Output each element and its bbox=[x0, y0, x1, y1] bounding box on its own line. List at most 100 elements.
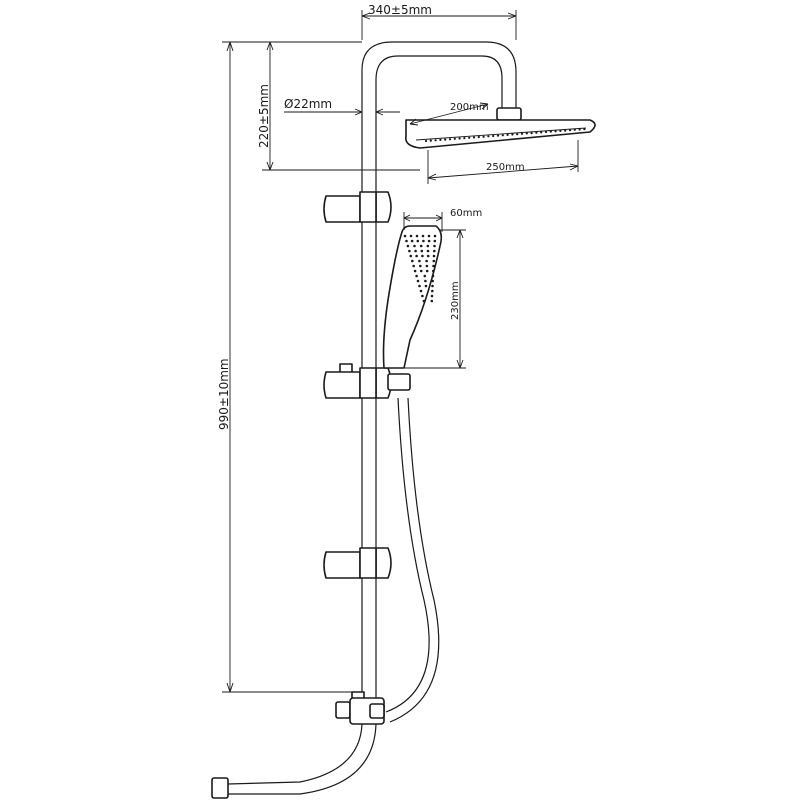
nozzle-dot bbox=[429, 139, 432, 142]
nozzle-dot bbox=[559, 129, 562, 132]
hand-nozzle-dot bbox=[419, 244, 423, 248]
inlet-hose bbox=[211, 723, 377, 799]
hand-nozzle-dot bbox=[410, 239, 414, 243]
hand-nozzle-dot bbox=[406, 244, 410, 248]
hand-nozzle-dot bbox=[433, 239, 437, 243]
hand-nozzle-dot bbox=[430, 294, 434, 298]
hand-shower bbox=[382, 225, 443, 369]
hand-nozzle-dot bbox=[424, 284, 428, 288]
hand-nozzle-dot bbox=[427, 234, 431, 238]
hand-nozzle-dot bbox=[421, 294, 424, 298]
hand-nozzle-dot bbox=[418, 259, 421, 263]
nozzle-dot bbox=[530, 132, 533, 135]
nozzle-dot bbox=[472, 136, 476, 139]
hand-nozzle-dot bbox=[425, 269, 429, 273]
hand-nozzle-dot bbox=[414, 249, 417, 253]
hand-nozzle-dot bbox=[426, 254, 430, 258]
hand-nozzle-dot bbox=[430, 299, 434, 303]
nozzle-dot bbox=[501, 134, 504, 137]
nozzle-dot bbox=[544, 130, 548, 134]
dim-arm-width: 340±5mm bbox=[361, 3, 517, 40]
dim-head-outer: 250mm bbox=[427, 140, 579, 184]
nozzle-dot bbox=[453, 137, 456, 140]
hand-nozzle-dot bbox=[418, 284, 421, 288]
nozzle-dot bbox=[463, 137, 466, 140]
nozzle-dot bbox=[492, 134, 495, 138]
hand-nozzle-dot bbox=[409, 234, 413, 238]
hand-nozzle-dot bbox=[415, 234, 419, 238]
hand-nozzle-dot bbox=[432, 259, 436, 263]
hand-nozzle-dot bbox=[426, 244, 430, 248]
nozzle-dot bbox=[525, 132, 528, 135]
hand-nozzle-dot bbox=[427, 239, 431, 243]
nozzle-dot bbox=[511, 133, 514, 136]
nozzle-dot bbox=[439, 138, 442, 141]
hand-nozzle-dot bbox=[433, 249, 436, 253]
hand-nozzle-dot bbox=[423, 274, 427, 278]
hand-nozzle-dot bbox=[425, 259, 428, 263]
shower-hose bbox=[385, 397, 440, 723]
slider-holder bbox=[323, 363, 411, 399]
nozzle-dot bbox=[535, 131, 538, 134]
label-arm-height: 220±5mm bbox=[257, 84, 271, 148]
hand-nozzle-dot bbox=[426, 249, 430, 253]
dim-hand-length: 230mm bbox=[404, 229, 466, 369]
label-arm-width: 340±5mm bbox=[368, 3, 432, 17]
nozzle-dots bbox=[424, 128, 586, 143]
nozzle-dot bbox=[554, 130, 557, 133]
hand-nozzle-dot bbox=[403, 234, 407, 238]
dim-pipe-diameter: Ø22mm bbox=[284, 97, 400, 116]
nozzle-dot bbox=[482, 135, 485, 138]
hand-nozzle-dot bbox=[419, 269, 423, 273]
hand-nozzle-dot bbox=[433, 234, 437, 238]
hand-nozzle-dot bbox=[416, 239, 420, 243]
nozzle-dot bbox=[549, 130, 552, 133]
label-head-outer: 250mm bbox=[486, 162, 525, 173]
nozzle-dot bbox=[506, 133, 509, 136]
dim-hand-width: 60mm bbox=[403, 208, 482, 232]
hand-nozzle-dot bbox=[433, 244, 436, 248]
riser-pipe bbox=[361, 41, 517, 700]
hand-nozzle-dot bbox=[422, 299, 426, 303]
hand-nozzle-dot bbox=[413, 269, 417, 273]
wall-bracket-bottom bbox=[323, 547, 392, 579]
hand-nozzle-dot bbox=[425, 264, 429, 268]
nozzle-dot bbox=[458, 137, 461, 140]
hand-nozzle-dot bbox=[412, 264, 416, 268]
hand-nozzle-dot bbox=[432, 269, 435, 273]
nozzle-dot bbox=[434, 139, 437, 142]
hand-nozzle-dot bbox=[419, 289, 423, 293]
nozzle-dot bbox=[444, 138, 447, 141]
hand-nozzle-dot bbox=[424, 279, 427, 283]
nozzle-dot bbox=[516, 133, 519, 136]
dim-arm-height: 220±5mm bbox=[257, 41, 420, 171]
hand-nozzle-dot bbox=[409, 254, 413, 258]
label-total-height: 990±10mm bbox=[217, 358, 231, 430]
hand-nozzle-dot bbox=[405, 239, 408, 243]
overhead-shower-head bbox=[404, 107, 596, 149]
nozzle-dot bbox=[573, 128, 576, 131]
diverter-valve bbox=[335, 691, 385, 725]
hand-nozzle-dot bbox=[421, 234, 425, 238]
label-pipe-diameter: Ø22mm bbox=[284, 97, 332, 111]
wall-bracket-top bbox=[323, 191, 392, 223]
hand-nozzle-dot bbox=[432, 254, 436, 258]
nozzle-dot bbox=[496, 134, 500, 137]
hand-nozzle-dot bbox=[415, 254, 418, 258]
label-hand-length: 230mm bbox=[450, 281, 461, 320]
dim-total-height: 990±10mm bbox=[217, 41, 352, 693]
hand-nozzle-dot bbox=[431, 284, 434, 288]
label-hand-width: 60mm bbox=[450, 208, 482, 219]
hand-nozzle-dot bbox=[431, 279, 435, 283]
nozzle-dot bbox=[477, 135, 480, 139]
hand-nozzle-dot bbox=[421, 254, 424, 258]
nozzle-dot bbox=[578, 128, 581, 131]
nozzle-dot bbox=[520, 132, 524, 135]
hand-nozzle-dot bbox=[431, 274, 435, 278]
nozzle-dot bbox=[583, 128, 586, 131]
nozzle-dot bbox=[448, 138, 452, 141]
hand-nozzle-dot bbox=[408, 249, 411, 253]
label-head-inner: 200mm bbox=[450, 102, 489, 113]
hand-nozzle-dot bbox=[411, 259, 414, 263]
hand-shower-nozzles bbox=[403, 234, 437, 303]
